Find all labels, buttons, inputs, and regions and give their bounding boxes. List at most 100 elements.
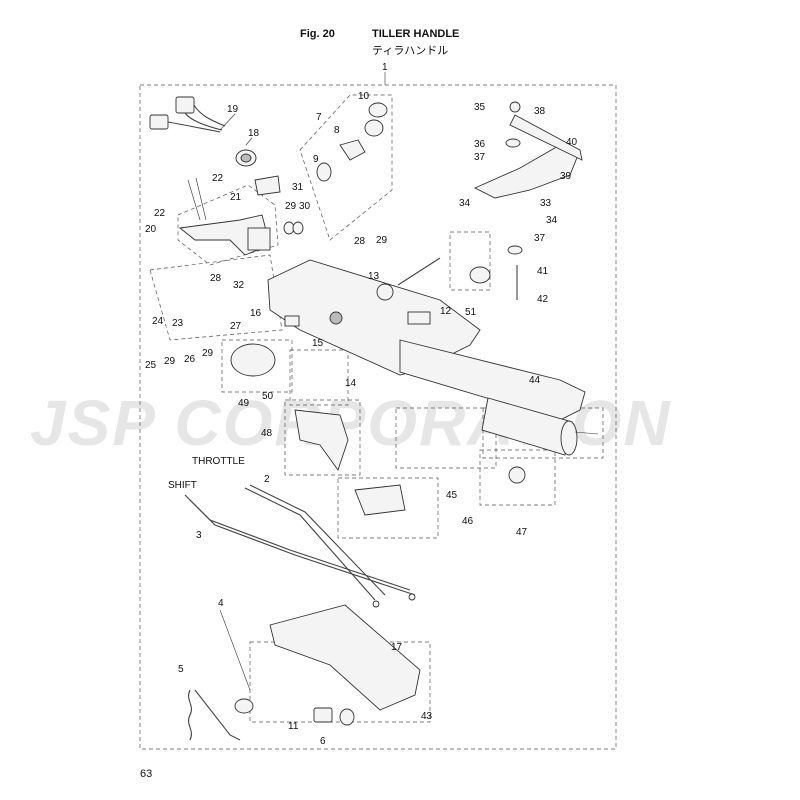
callout-24: 24: [152, 316, 164, 327]
callout-22b: 22: [154, 208, 166, 219]
group-50: [289, 349, 349, 406]
callout-14: 14: [345, 378, 357, 389]
figure-number: Fig. 20: [300, 28, 335, 40]
callout-12: 12: [440, 306, 452, 317]
callout-35: 35: [474, 102, 486, 113]
group-43: [249, 641, 431, 723]
callout-13: 13: [368, 271, 380, 282]
group-24: [149, 254, 283, 341]
callout-39: 39: [560, 171, 572, 182]
control-cables: [184, 484, 416, 608]
callout-6: 6: [320, 736, 326, 747]
callout-49: 49: [238, 398, 250, 409]
callout-37a: 37: [474, 152, 486, 163]
callout-19: 19: [227, 104, 239, 115]
group-20: [177, 184, 279, 266]
callout-labels: 1 2 3 4 5 6 7 8 9 10 11 12 13 14 15 16 1…: [145, 62, 578, 747]
callout-9: 9: [313, 154, 319, 165]
figure-title-japanese: ティラハンドル: [372, 45, 449, 57]
callout-50: 50: [262, 391, 274, 402]
callout-29c: 29: [164, 356, 176, 367]
spring-plate: [473, 144, 581, 199]
callout-44: 44: [529, 375, 541, 386]
callout-46: 46: [462, 516, 474, 527]
callout-1: 1: [382, 62, 388, 73]
group-47: [479, 449, 556, 506]
callout-47: 47: [516, 527, 528, 538]
lower-bracket: [269, 604, 421, 711]
callout-29a: 29: [285, 201, 297, 212]
callout-20: 20: [145, 224, 157, 235]
wire-harness: [149, 96, 236, 133]
callout-31: 31: [292, 182, 304, 193]
callout-11: 11: [288, 721, 299, 732]
group-46: [337, 477, 439, 539]
callout-34a: 34: [459, 198, 471, 209]
callout-32: 32: [233, 280, 245, 291]
shift-bracket: [354, 484, 406, 516]
shift-knob: [230, 343, 276, 377]
callout-36: 36: [474, 139, 486, 150]
callout-27: 27: [230, 321, 242, 332]
figure-title: TILLER HANDLE: [372, 28, 460, 40]
group-48: [284, 399, 361, 476]
stop-switch-body: [313, 707, 333, 723]
throttle-grip: [481, 397, 599, 456]
washer: [292, 221, 304, 235]
stop-switch-parts: [316, 102, 388, 182]
group-49: [221, 339, 293, 393]
friction-piece: [469, 266, 491, 284]
callout-23: 23: [172, 318, 184, 329]
washer: [505, 138, 521, 148]
washer: [507, 245, 523, 255]
callout-15: 15: [312, 338, 324, 349]
callout-2: 2: [264, 474, 270, 485]
callout-4: 4: [218, 598, 224, 609]
grommet: [235, 137, 257, 167]
shift-cable-label: SHIFT: [168, 480, 197, 491]
callout-22a: 22: [212, 173, 224, 184]
callout-7: 7: [316, 112, 322, 123]
coiled-lanyard: [188, 689, 254, 741]
callout-25: 25: [145, 360, 157, 371]
callout-33: 33: [540, 198, 552, 209]
assembly-boundary: [139, 84, 617, 750]
callout-10: 10: [358, 91, 370, 102]
callout-37b: 37: [534, 233, 546, 244]
callout-21: 21: [230, 192, 242, 203]
callout-28b: 28: [354, 236, 366, 247]
pivot-bolt: [397, 257, 441, 286]
nut: [509, 101, 521, 113]
callout-16: 16: [250, 308, 262, 319]
group-7: [299, 94, 393, 241]
callout-30: 30: [299, 201, 311, 212]
callout-29d: 29: [202, 348, 214, 359]
callout-41: 41: [537, 266, 549, 277]
callout-48: 48: [261, 428, 273, 439]
callout-29b: 29: [376, 235, 388, 246]
callout-38: 38: [534, 106, 546, 117]
callout-8: 8: [334, 125, 340, 136]
callout-28a: 28: [210, 273, 222, 284]
callout-5: 5: [178, 664, 184, 675]
callout-42: 42: [537, 294, 549, 305]
lanyard-clip-holder: [339, 708, 355, 726]
washer: [283, 221, 295, 235]
page-number: 63: [140, 768, 153, 780]
callout-45: 45: [446, 490, 458, 501]
callout-34b: 34: [546, 215, 558, 226]
throttle-cable-label: THROTTLE: [192, 456, 245, 467]
callout-17: 17: [391, 642, 403, 653]
callout-40: 40: [566, 137, 578, 148]
callout-26: 26: [184, 354, 196, 365]
group-45: [395, 407, 497, 469]
link-plate: [509, 114, 583, 161]
tiller-handle-body: [267, 259, 586, 421]
callout-3: 3: [196, 530, 202, 541]
callout-43: 43: [421, 711, 433, 722]
cable-fitting: [508, 466, 526, 484]
callout-18: 18: [248, 128, 260, 139]
callout-51: 51: [465, 307, 477, 318]
pivot-bushing: [376, 283, 394, 301]
